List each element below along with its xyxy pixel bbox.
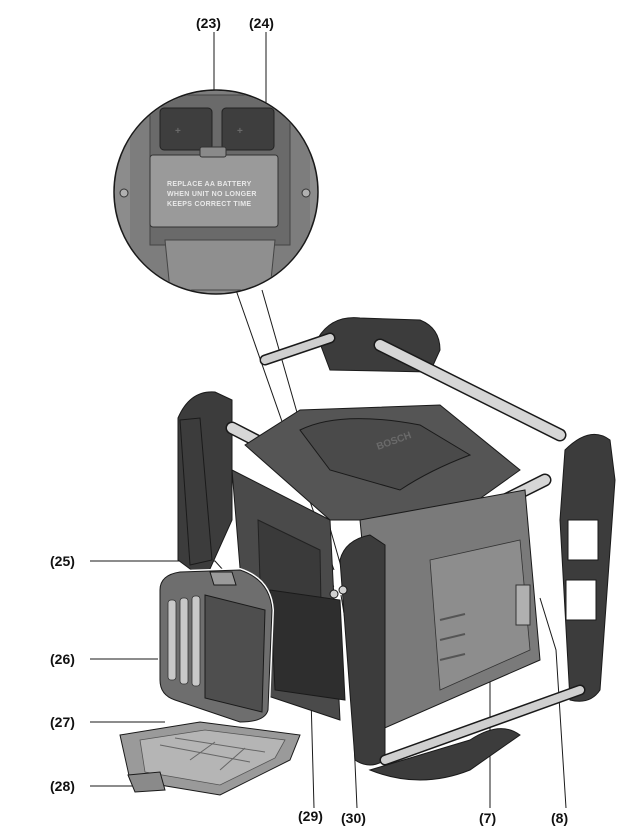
front-left-bumper xyxy=(339,534,386,766)
top-rail-right-fill xyxy=(375,340,565,440)
front-slots xyxy=(439,613,466,661)
radio-body: BOSCH xyxy=(177,317,616,781)
aa-battery-2-plus: + xyxy=(237,126,243,137)
front-latch xyxy=(515,584,531,626)
battery-pack xyxy=(158,567,275,725)
battery-bay-door xyxy=(119,721,301,796)
callout-29: (29) xyxy=(298,808,323,824)
bay-door-latch xyxy=(127,771,166,793)
bay-button-30 xyxy=(338,585,348,595)
callout-27: (27) xyxy=(50,714,75,730)
front-right-bumper xyxy=(559,433,616,702)
front-right-bumper-slot-2 xyxy=(565,579,597,621)
magnifier-bottom-tab xyxy=(164,239,276,291)
callout-8: (8) xyxy=(551,810,569,826)
carry-handle xyxy=(299,418,472,491)
rear-left-column xyxy=(179,417,213,566)
magnifier-detail: + + REPLACE AA BATTERY WHEN UNIT NO LONG… xyxy=(113,89,319,295)
cover-label-line1: REPLACE AA BATTERY xyxy=(167,181,252,188)
bay-button-29 xyxy=(329,589,339,599)
cover-label-line2: WHEN UNIT NO LONGER xyxy=(167,191,257,198)
cover-label-line3: KEEPS CORRECT TIME xyxy=(167,201,251,208)
screw-right xyxy=(301,188,311,198)
bay-door-ribs xyxy=(159,737,266,771)
callout-30: (30) xyxy=(341,810,366,826)
callout-28: (28) xyxy=(50,778,75,794)
battery-cell-ribs xyxy=(167,595,201,687)
bottom-feet xyxy=(368,728,521,781)
aa-battery-2 xyxy=(221,107,275,151)
battery-release-button xyxy=(209,571,237,586)
callout-23: (23) xyxy=(196,15,221,31)
top-rail-back-fill xyxy=(261,334,334,364)
battery-pack-front xyxy=(204,594,266,713)
callout-25: (25) xyxy=(50,553,75,569)
aa-battery-1 xyxy=(159,107,213,151)
front-right-bumper-slot-1 xyxy=(567,519,599,561)
leader-8 xyxy=(539,597,567,809)
callout-7: (7) xyxy=(479,810,497,826)
bay-door-inner xyxy=(139,729,286,786)
front-panel-inner xyxy=(429,539,531,691)
callout-24: (24) xyxy=(249,15,274,31)
screw-left xyxy=(119,188,129,198)
aa-cover-tab xyxy=(199,146,227,158)
callout-26: (26) xyxy=(50,651,75,667)
aa-battery-1-plus: + xyxy=(175,126,181,137)
battery-bay-opening xyxy=(269,589,346,701)
bottom-rail-front-fill xyxy=(381,686,584,764)
